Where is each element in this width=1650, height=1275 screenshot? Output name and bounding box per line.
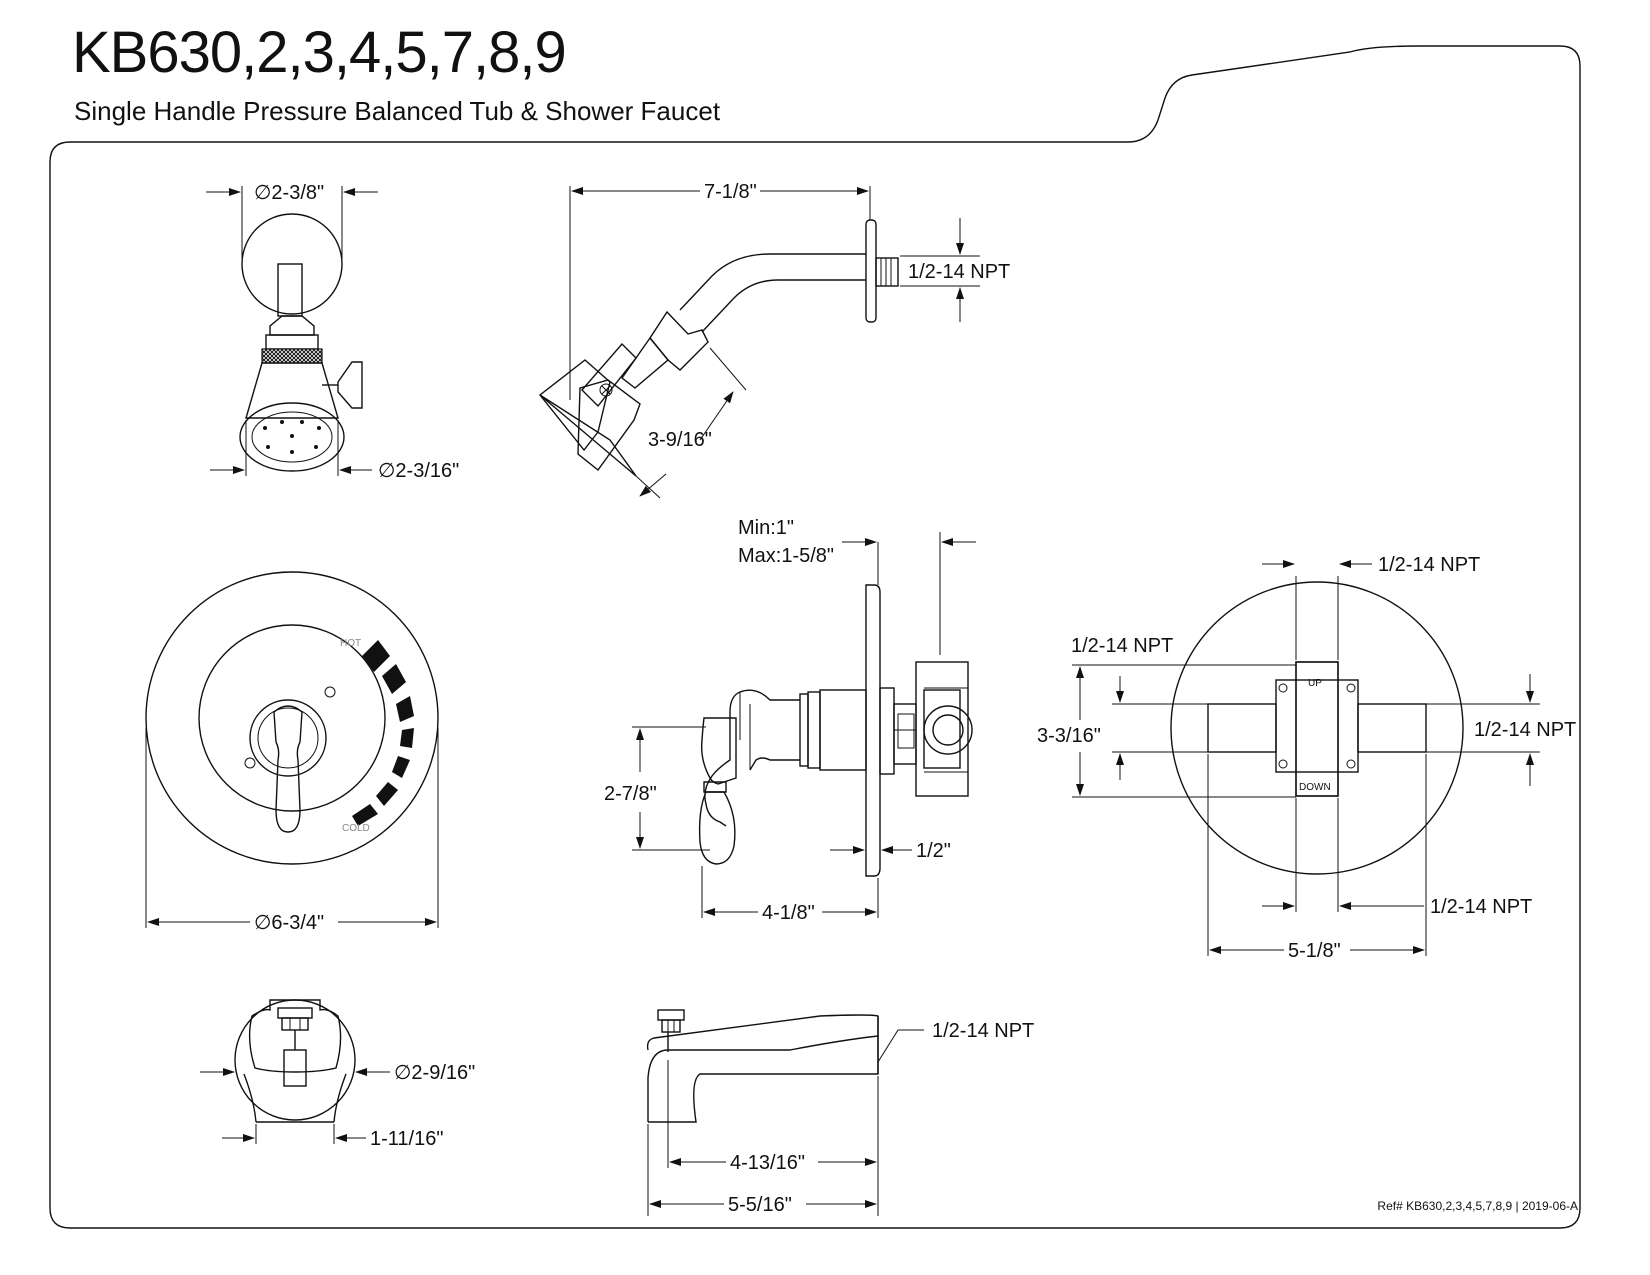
shower-arm-thread: 1/2-14 NPT <box>908 261 1010 283</box>
page-title: KB630,2,3,4,5,7,8,9 <box>72 20 567 85</box>
top-port-thread: 1/2-14 NPT <box>1378 554 1480 576</box>
down-label: DOWN <box>1299 782 1331 793</box>
valve-side-view: Min:1" Max:1-5/8" 2-7/8" <box>604 517 976 924</box>
lever-height: 2-7/8" <box>604 783 657 805</box>
wall-max-label: Max:1-5/8" <box>738 545 834 567</box>
valve-body-front-view: UP DOWN 1/2-14 NPT 1/2-14 NPT 3-3/16" 1/… <box>1037 554 1576 962</box>
valve-height: 3-3/16" <box>1037 725 1101 747</box>
spout-front-view: ∅2-9/16" 1-11/16" <box>200 999 475 1150</box>
valve-projection: 4-1/8" <box>762 902 815 924</box>
showerhead-front-view: ∅2-3/8" ∅2-3/16" <box>206 182 459 482</box>
left-port-thread: 1/2-14 NPT <box>1071 635 1173 657</box>
up-label: UP <box>1308 678 1322 689</box>
showerhead-bottom-diameter: ∅2-3/16" <box>378 460 459 482</box>
showerhead-top-diameter: ∅2-3/8" <box>254 182 324 204</box>
spout-length: 5-5/16" <box>728 1194 792 1216</box>
trim-plate-front-view: HOT COLD ∅6-3/4" <box>145 571 439 934</box>
drawing-reference: Ref# KB630,2,3,4,5,7,8,9 | 2019-06-A <box>1377 1199 1578 1213</box>
showerhead-side-view: 7-1/8" 1/2-14 NPT 3-9/16" <box>539 181 1010 499</box>
trim-diameter: ∅6-3/4" <box>254 912 324 934</box>
spout-diameter: ∅2-9/16" <box>394 1062 475 1084</box>
spout-thread: 1/2-14 NPT <box>932 1020 1034 1042</box>
spout-reach: 4-13/16" <box>730 1152 805 1174</box>
wall-min-label: Min:1" <box>738 517 794 539</box>
hot-label: HOT <box>340 638 361 649</box>
drawing-frame <box>49 45 1581 1229</box>
valve-width: 5-1/8" <box>1288 940 1341 962</box>
right-port-thread: 1/2-14 NPT <box>1474 719 1576 741</box>
spout-width: 1-11/16" <box>370 1128 443 1150</box>
page-subtitle: Single Handle Pressure Balanced Tub & Sh… <box>74 96 721 126</box>
shower-head-depth: 3-9/16" <box>648 429 712 451</box>
shower-arm-length: 7-1/8" <box>704 181 757 203</box>
bottom-port-thread: 1/2-14 NPT <box>1430 896 1532 918</box>
spout-side-view: 1/2-14 NPT 4-13/16" 5-5/16" <box>646 1009 1034 1216</box>
cold-label: COLD <box>342 823 370 834</box>
plate-offset: 1/2" <box>916 840 951 862</box>
